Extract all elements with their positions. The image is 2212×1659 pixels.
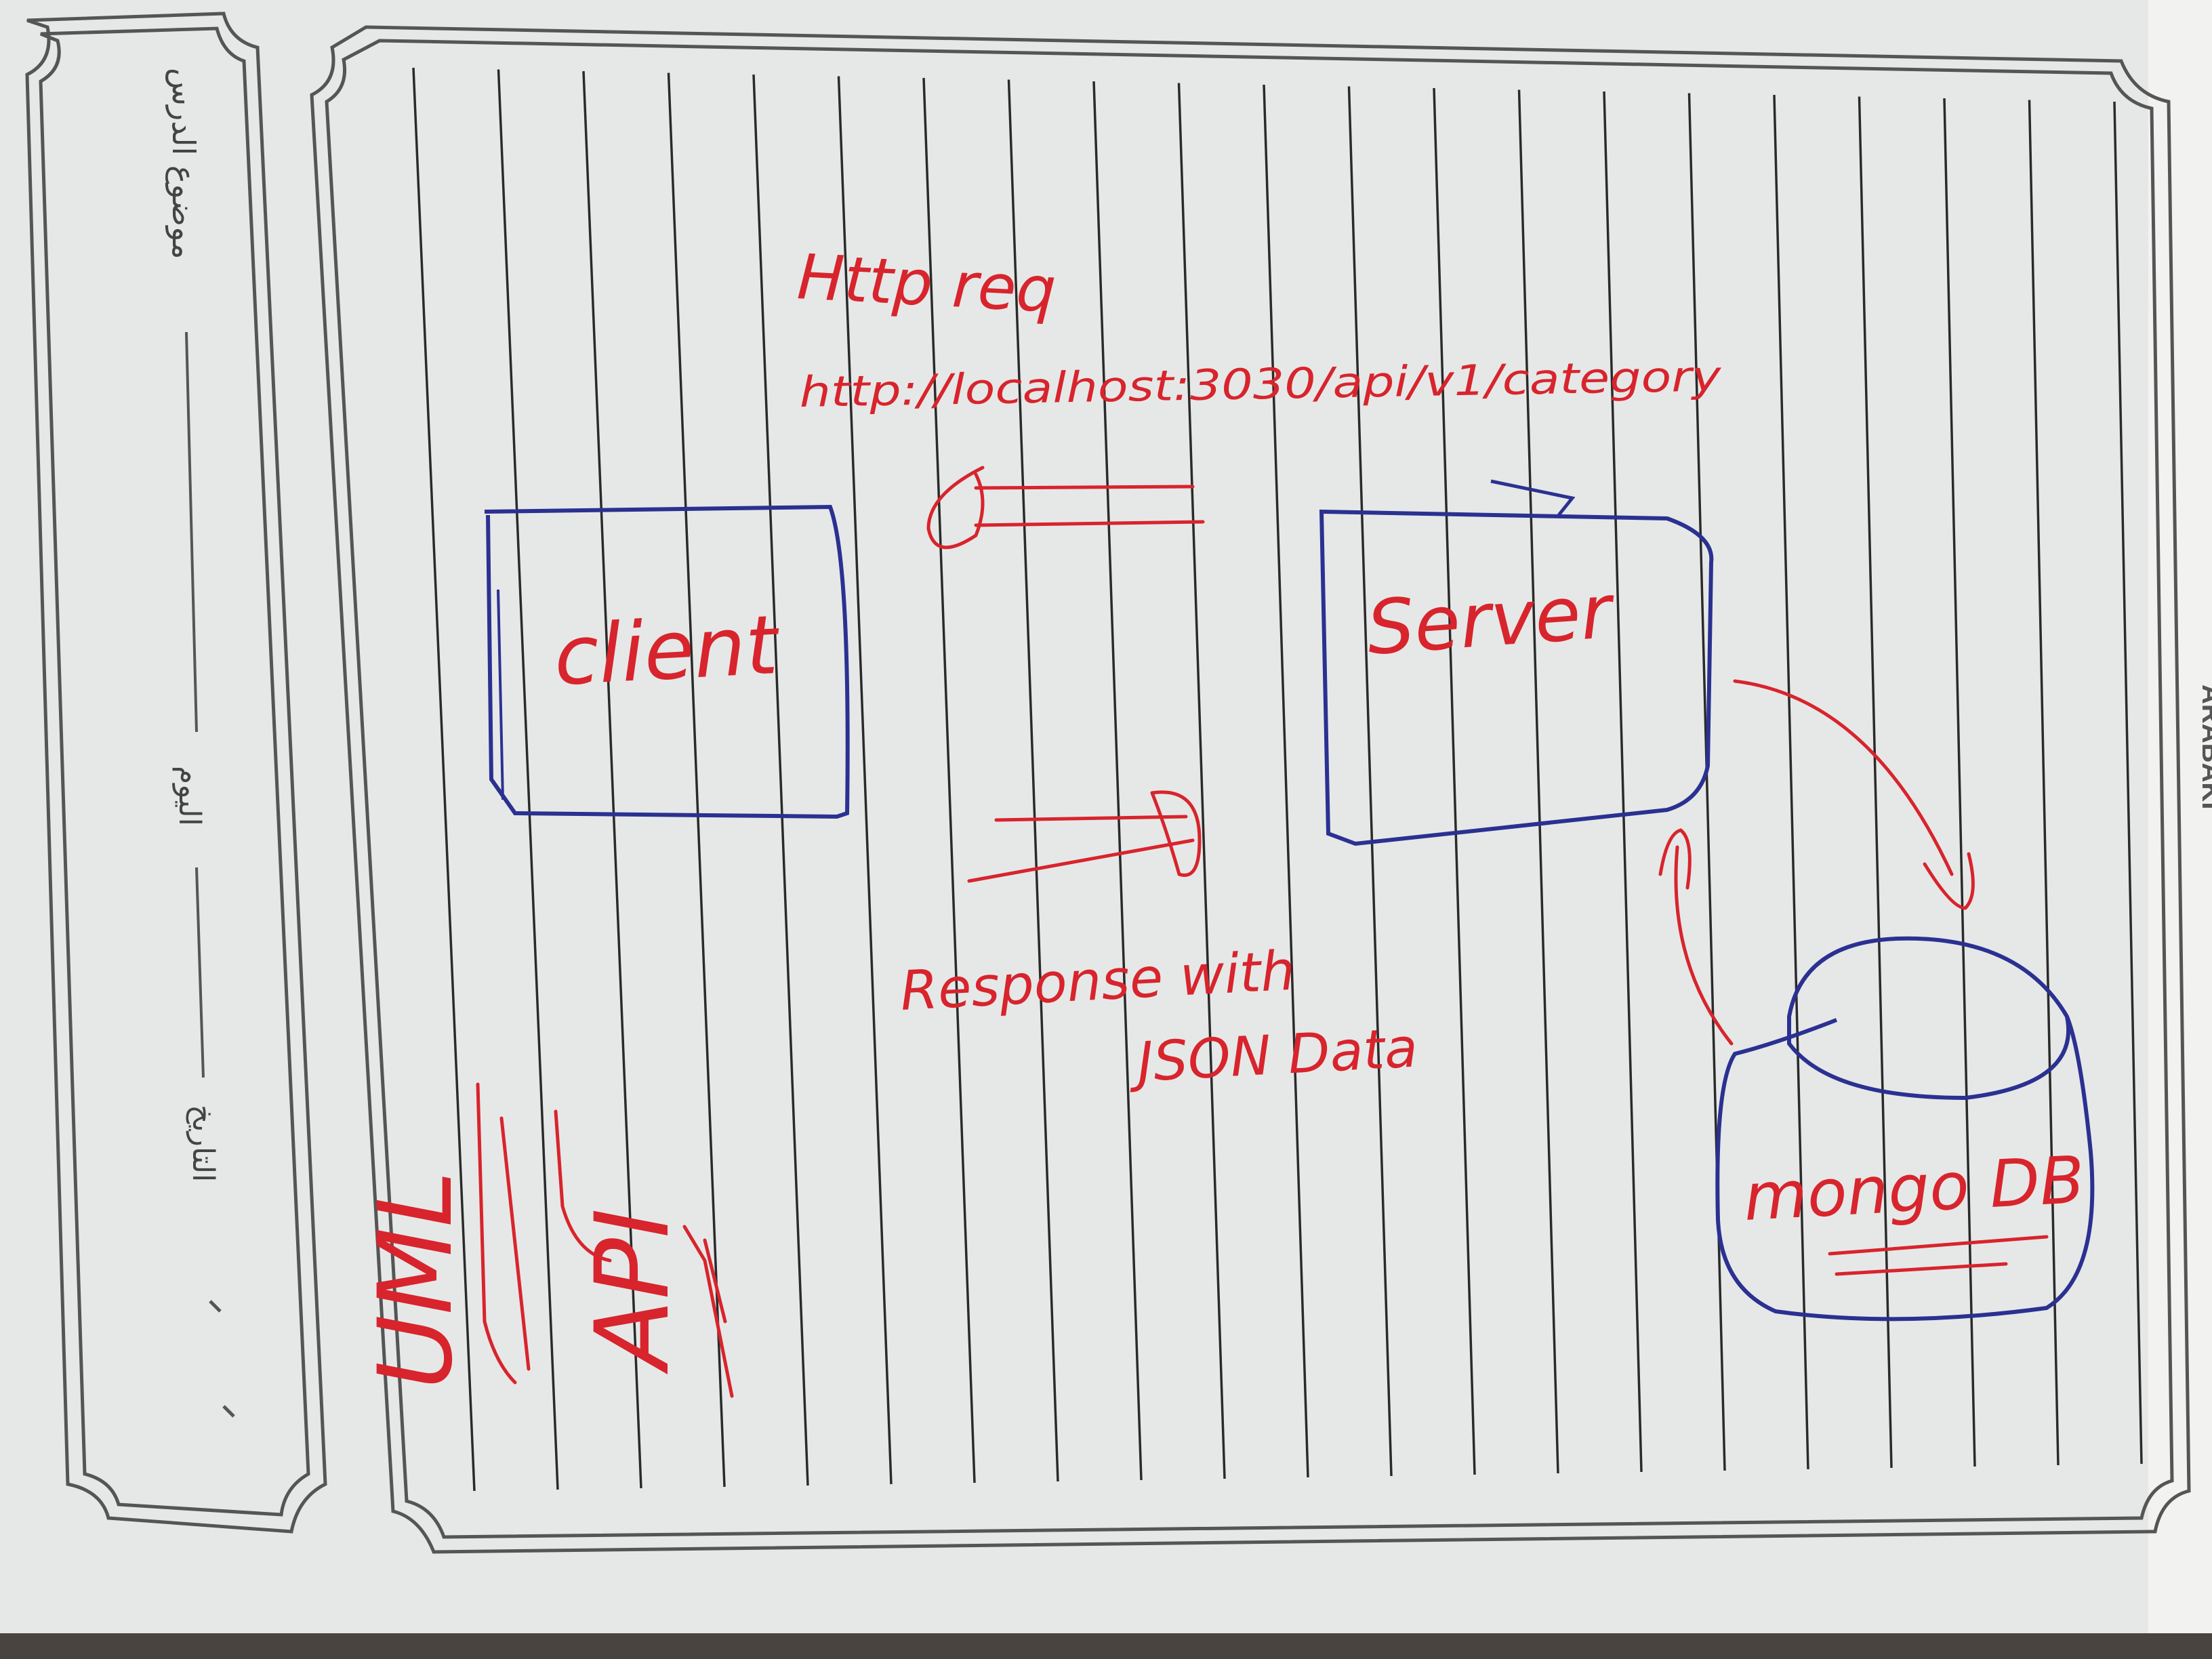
rule-line bbox=[752, 74, 809, 1486]
rule-line bbox=[1433, 87, 1476, 1475]
rule-line bbox=[1603, 91, 1643, 1473]
lesson-topic-underline bbox=[185, 331, 198, 733]
rule-line bbox=[582, 70, 642, 1489]
brand-imprint: ARABAKI bbox=[2196, 684, 2212, 809]
rule-line bbox=[1007, 79, 1059, 1482]
rule-line bbox=[922, 77, 976, 1483]
rule-line bbox=[667, 73, 726, 1488]
rule-line bbox=[1858, 96, 1893, 1469]
uml-label: UML bbox=[357, 1170, 475, 1389]
client-label: client bbox=[552, 598, 782, 704]
rule-line bbox=[837, 76, 893, 1485]
day-underline bbox=[195, 867, 205, 1078]
rule-line bbox=[1517, 89, 1559, 1474]
api-label: API bbox=[574, 1208, 692, 1374]
table-surface bbox=[0, 1633, 2212, 1659]
request-title: Http req bbox=[796, 241, 1058, 327]
date-label: التاريخ bbox=[186, 1105, 220, 1182]
server-to-db-arrow bbox=[1733, 679, 1975, 910]
client-box bbox=[484, 504, 850, 819]
rule-line bbox=[1773, 94, 1809, 1470]
lesson-topic-label: موضوع الدرس bbox=[165, 68, 202, 260]
response-arrow bbox=[967, 790, 1202, 883]
rule-line bbox=[1092, 81, 1143, 1481]
header-strip-frame bbox=[25, 12, 327, 1534]
db-to-server-arrow bbox=[1658, 828, 1734, 1046]
server-label: Server bbox=[1364, 568, 1618, 672]
rule-line bbox=[412, 67, 476, 1492]
server-box-corner bbox=[1490, 479, 1576, 516]
rule-line bbox=[1177, 83, 1226, 1479]
date-slash-1 bbox=[209, 1300, 222, 1313]
rule-line bbox=[2028, 100, 2060, 1466]
request-arrow bbox=[926, 466, 1205, 550]
server-box bbox=[1319, 509, 1714, 846]
rule-line bbox=[2113, 101, 2143, 1465]
day-label: اليوم bbox=[172, 766, 207, 826]
database-label-underline bbox=[1828, 1235, 2049, 1276]
uml-api-scribble bbox=[476, 1082, 734, 1398]
rule-line bbox=[1347, 86, 1393, 1477]
database-cylinder bbox=[1715, 936, 2095, 1322]
response-line-2: JSON Data bbox=[1126, 1016, 1419, 1094]
database-label: mongo DB bbox=[1742, 1142, 2086, 1235]
rule-line bbox=[1943, 98, 1976, 1467]
client-box-edge bbox=[497, 589, 504, 800]
rule-line bbox=[497, 69, 559, 1490]
date-slash-2 bbox=[222, 1405, 235, 1418]
page-frame bbox=[310, 25, 2191, 1554]
rule-line bbox=[1263, 84, 1309, 1478]
